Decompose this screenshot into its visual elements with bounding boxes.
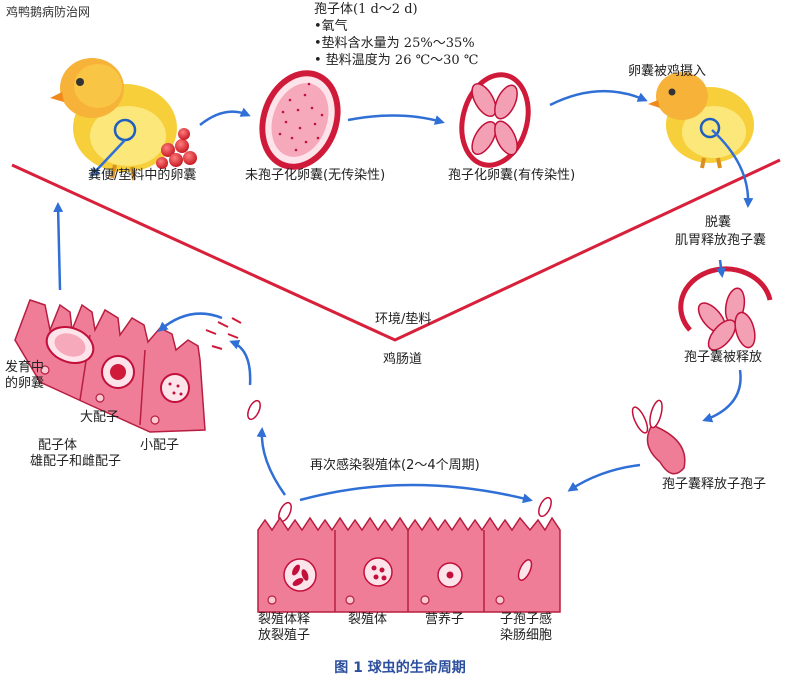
arrow-sporulated-to-ingest: [549, 89, 648, 107]
label-excystation: 脱囊: [705, 215, 732, 230]
unsporulated-oocyst-icon: [259, 70, 341, 170]
arrow-sporocyst-to-sporozoite: [702, 369, 742, 423]
developing-oocyst-cell-icon: [45, 326, 95, 364]
label-sporozoite-infect-2: 染肠细胞: [500, 628, 553, 643]
condition-oxygen: •氧气: [314, 19, 348, 34]
condition-temperature: • 垫料温度为 26 ℃～30 ℃: [314, 53, 479, 68]
oocyst-cluster-icon: [156, 128, 197, 169]
arrow-merozoite-up: [256, 427, 287, 496]
watermark: 鸡鸭鹅病防治网: [6, 5, 91, 19]
environment-gut-divider: [11, 158, 781, 342]
label-feces-oocysts: 粪便/垫料中的卵囊: [88, 168, 197, 183]
condition-moisture: •垫料含水量为 25%～35%: [314, 36, 475, 51]
label-macrogamete: 大配子: [80, 410, 120, 425]
arrow-to-gametes: [229, 339, 252, 386]
sporozoite-infect-cell-icon: [517, 559, 533, 581]
label-sporulated-oocyst: 孢子化卵囊(有传染性): [448, 168, 576, 183]
label-schizont-release-2: 放裂殖子: [258, 628, 311, 643]
chick-icon-left: [50, 58, 177, 181]
label-chicken-gut: 鸡肠道: [383, 352, 423, 367]
arrow-reinfection: [299, 483, 533, 504]
arrow-feces-to-unsporulated: [199, 107, 251, 126]
microgametes-icon: [205, 317, 242, 350]
macrogamete-cell-icon: [101, 355, 135, 389]
sporulated-oocyst-icon: [459, 72, 531, 168]
arrow-sporozoite-to-infection: [567, 463, 641, 492]
merozoite-icon: [247, 399, 261, 421]
label-sporozoite-infect-1: 子孢子感: [500, 612, 553, 627]
arrow-unsporulated-to-sporulated: [347, 114, 445, 125]
microgamete-cell-icon: [160, 373, 190, 403]
label-sporocyst-released: 孢子囊被释放: [684, 350, 763, 365]
sporulation-conditions-title: 孢子体(1 d～2 d): [314, 2, 418, 17]
label-gizzard-release: 肌胃释放孢子囊: [675, 233, 767, 248]
arrow-ingest-to-excyst: [711, 129, 754, 208]
chick-icon-right: [648, 72, 754, 169]
label-sporozoites-released: 孢子囊释放子孢子: [662, 477, 767, 492]
label-developing-oocyst-2: 的卵囊: [5, 376, 45, 391]
arrow-chick-to-feces: [89, 139, 126, 178]
label-microgamete: 小配子: [140, 438, 180, 453]
schizont-cell-icon: [363, 557, 393, 587]
label-developing-oocyst-1: 发育中: [5, 360, 45, 375]
figure-caption: 图 1 球虫的生命周期: [334, 660, 466, 676]
label-schizont-release-1: 裂殖体释: [258, 612, 311, 627]
label-schizont: 裂殖体: [348, 612, 388, 627]
label-oocyst-ingested: 卵囊被鸡摄入: [628, 64, 707, 79]
arrow-gametes-to-gametocyte: [157, 312, 223, 332]
sporozoite-release-icon: [631, 399, 686, 475]
sporocyst-release-icon: [678, 266, 773, 351]
label-gametocyte-2: 雄配子和雌配子: [30, 454, 122, 469]
label-unsporulated-oocyst: 未孢子化卵囊(无传染性): [245, 168, 386, 183]
schizont-release-cell-icon: [283, 558, 317, 592]
arrow-gametocyte-to-feces: [53, 202, 64, 291]
arrow-excyst-to-sporocyst: [716, 259, 727, 278]
sporozoite-icon: [538, 496, 552, 518]
label-trophozoite: 营养子: [425, 612, 465, 627]
label-gametocyte-1: 配子体: [38, 438, 78, 453]
label-environment-litter: 环境/垫料: [375, 312, 432, 327]
label-reinfection-cycles: 再次感染裂殖体(2～4个周期): [310, 458, 480, 473]
